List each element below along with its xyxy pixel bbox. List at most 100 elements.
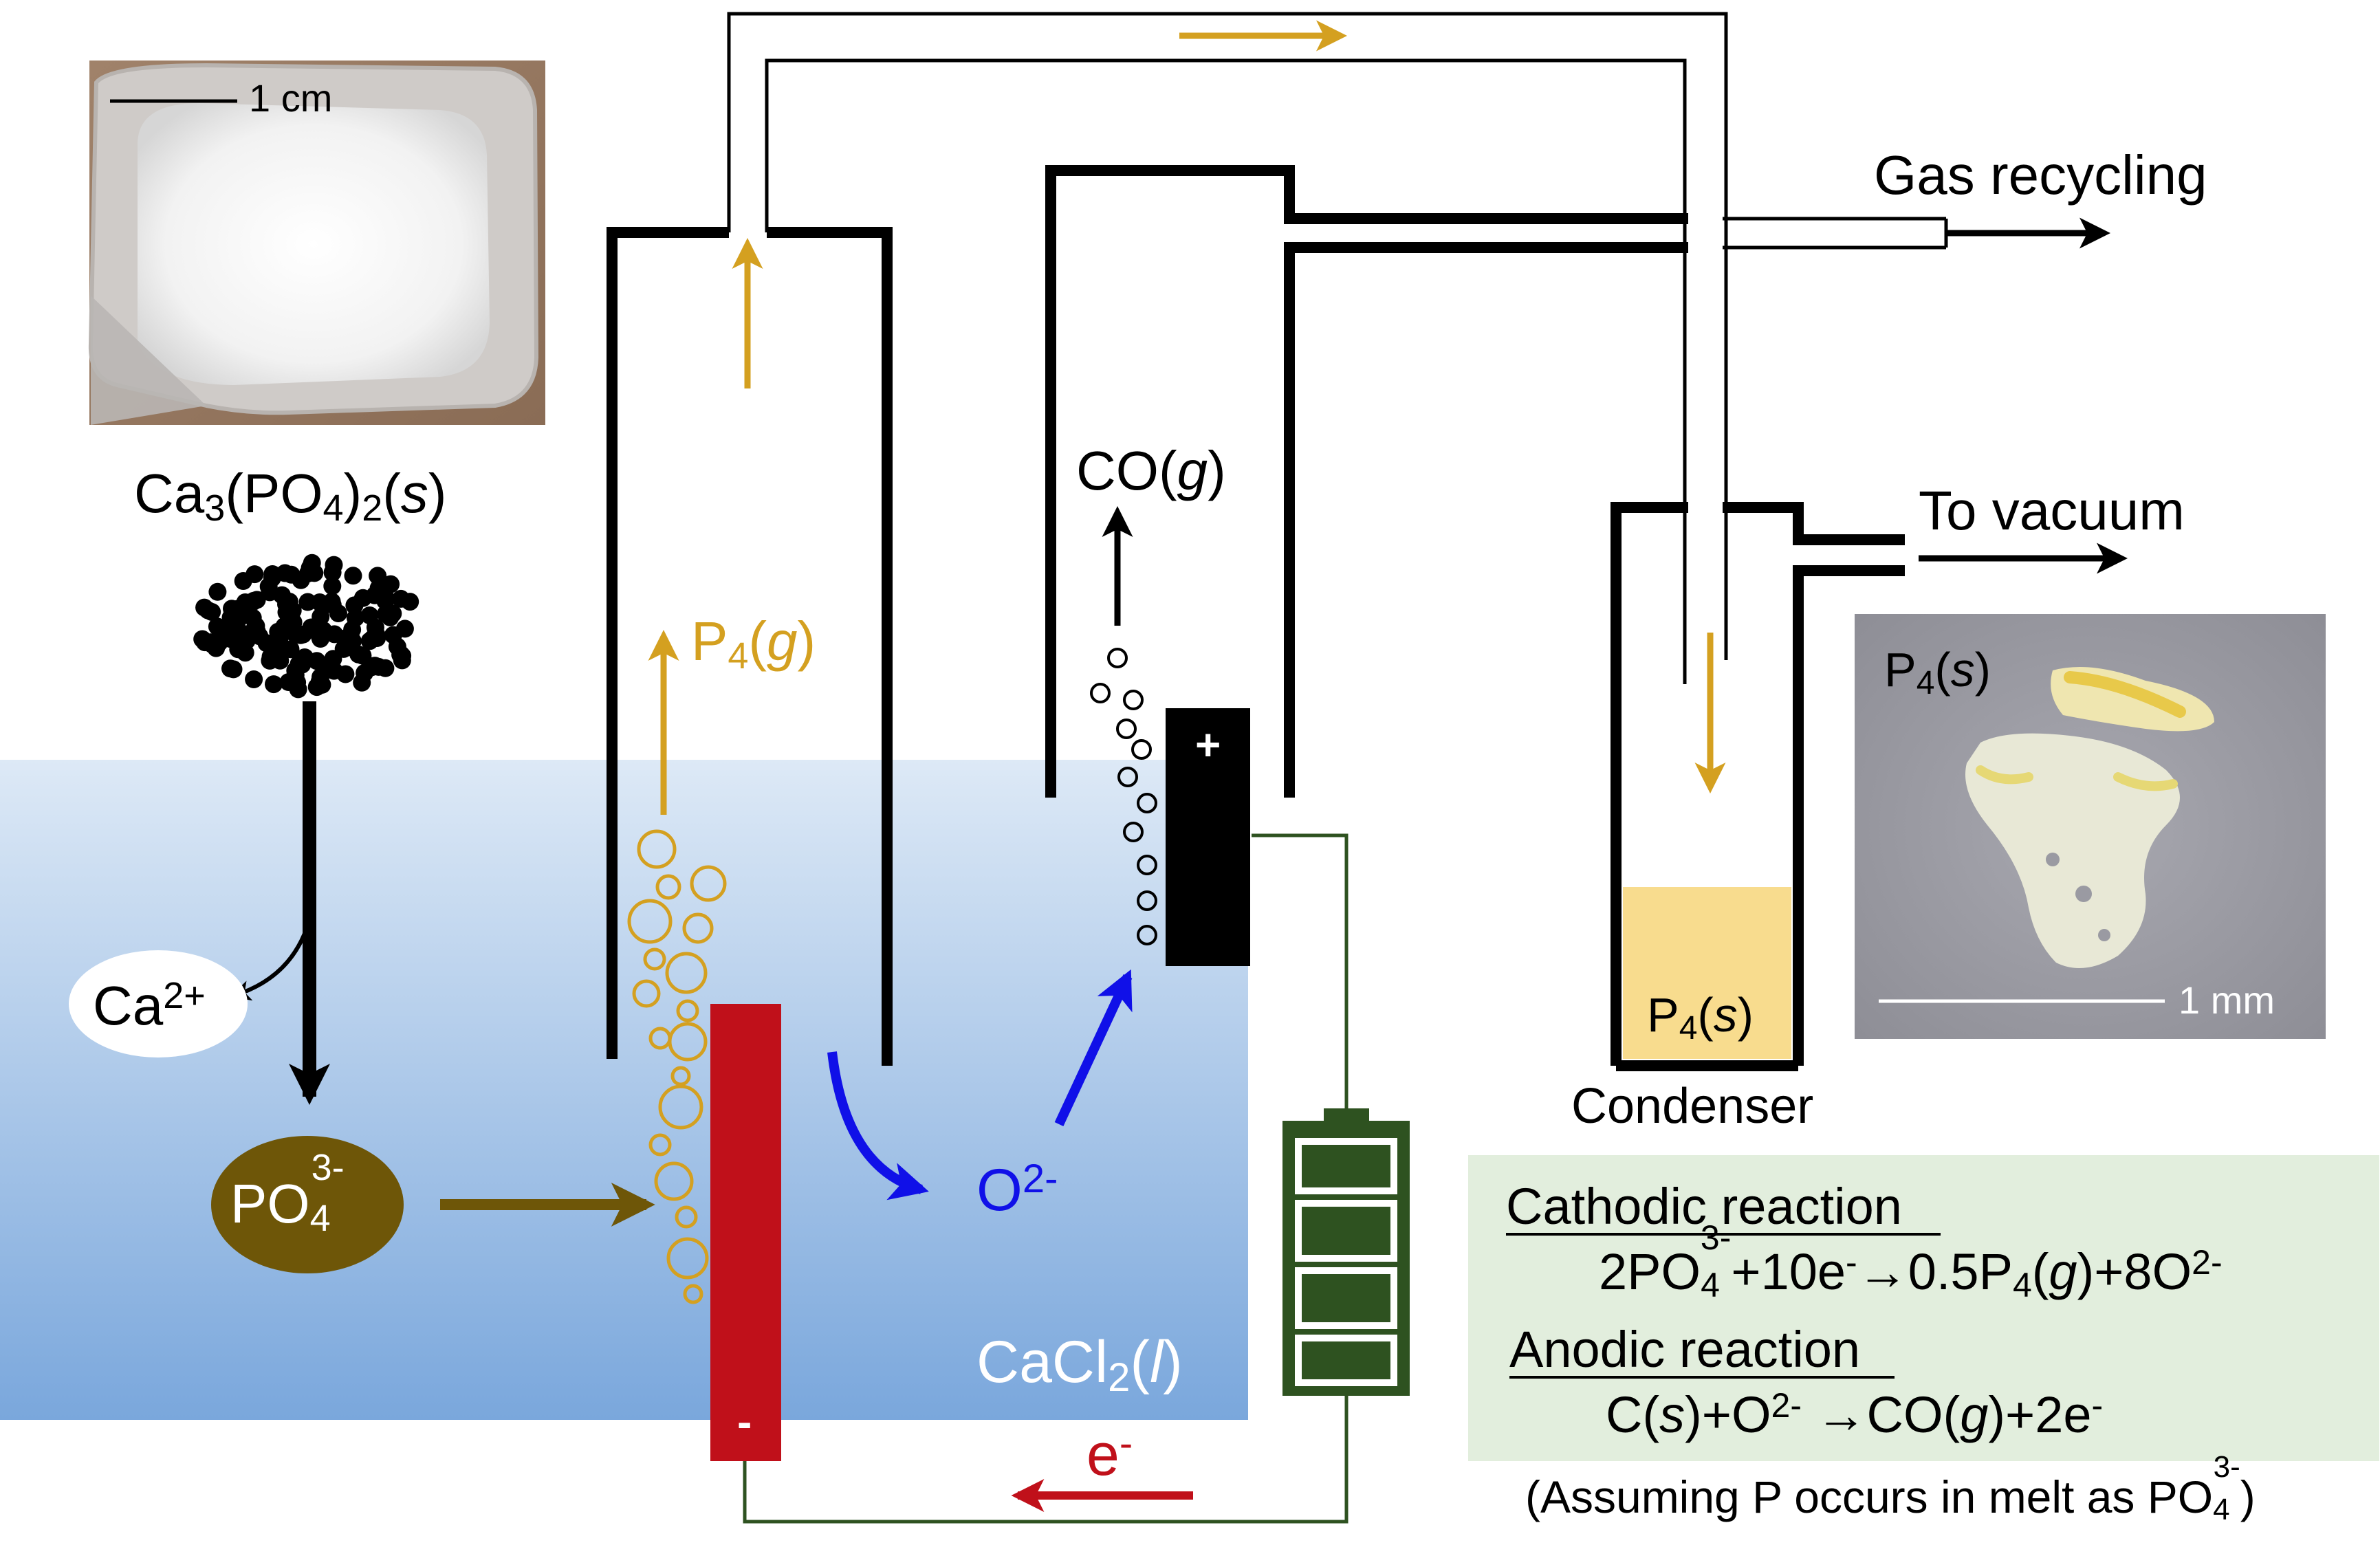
powder-particle	[367, 626, 386, 644]
p4-bubble	[676, 999, 699, 1022]
powder-particle	[280, 593, 298, 611]
photo-p4-label: P4(s)	[1884, 643, 1991, 701]
powder-particle	[336, 665, 355, 683]
co-bubble	[1137, 925, 1157, 945]
co-gas-label: CO(g)	[1076, 440, 1226, 501]
cathode-sign: -	[737, 1397, 752, 1447]
p4-bubble	[658, 1084, 703, 1130]
oxide-flow-arrow	[827, 1051, 929, 1201]
powder-particle	[285, 624, 303, 642]
powder-particle	[336, 629, 354, 648]
transfer-tube-outer	[727, 12, 1728, 660]
gas-recycling-label: Gas recycling	[1874, 144, 2207, 206]
calcium-ion-bubble	[69, 950, 248, 1058]
powder-particle	[329, 604, 347, 622]
p4-bubble	[648, 1133, 672, 1157]
p4-bubble	[632, 979, 661, 1008]
co-bubble	[1131, 739, 1152, 760]
transfer-tube-inner	[765, 58, 1687, 684]
p4-bubble	[690, 865, 727, 902]
circuit-wire-bottom	[743, 1394, 1349, 1524]
anode-electrode	[1166, 708, 1250, 966]
condenser-p4-label: P4(s)	[1647, 988, 1754, 1047]
anode-chamber-wall-right	[1284, 242, 1688, 798]
anode-sign: +	[1195, 720, 1221, 769]
powder-particle	[208, 617, 226, 636]
co-bubble	[1107, 648, 1128, 668]
phosphate-ion-label: PO43-	[230, 1147, 345, 1239]
powder-particle	[392, 589, 410, 608]
co-bubble	[1137, 793, 1157, 813]
condenser-label: Condenser	[1571, 1079, 1813, 1134]
powder-particles	[193, 554, 419, 699]
cathode-chamber-wall-right	[767, 227, 893, 1066]
condenser-solid-phosphorus	[1623, 887, 1791, 1059]
p4-bubble	[666, 1237, 709, 1280]
powder-particle	[208, 582, 227, 601]
scale-label-1cm: 1 cm	[249, 76, 332, 120]
feed-label: Ca3(PO4)2(s)	[134, 463, 447, 529]
co-bubble	[1137, 855, 1157, 875]
powder-particle	[363, 657, 382, 675]
powder-particle	[344, 567, 362, 585]
powder-particle	[268, 649, 287, 668]
co-bubble	[1116, 719, 1137, 739]
phosphate-ion-ellipse	[211, 1136, 404, 1273]
p4-gas-label: P4(g)	[691, 611, 816, 677]
powder-photo: 1 cm	[88, 61, 545, 425]
powder-particle	[388, 637, 406, 656]
p4-bubble	[654, 1161, 694, 1201]
powder-particle	[312, 608, 330, 626]
molten-salt-bath	[0, 760, 1248, 1420]
co-bubble	[1137, 890, 1157, 911]
scale-label-1mm: 1 mm	[2179, 978, 2275, 1022]
powder-particle	[265, 675, 283, 694]
powder-particle	[289, 680, 307, 699]
powder-particle	[203, 635, 221, 654]
cathode-electrode	[710, 1004, 781, 1461]
powder-particle	[261, 583, 279, 602]
powder-particle	[234, 572, 252, 590]
co-bubble	[1117, 767, 1138, 787]
to-vacuum-label: To vacuum	[1919, 480, 2185, 541]
cathode-chamber-wall	[607, 227, 729, 1059]
powder-particle	[195, 598, 214, 617]
p4-bubble	[683, 1284, 703, 1304]
powder-particle	[307, 652, 326, 670]
powder-particle	[221, 630, 240, 648]
anodic-equation: C(s)+O2- →CO(g)+2e-	[1606, 1386, 2103, 1444]
battery	[1282, 1108, 1410, 1396]
phosphorus-photo: P4(s) 1 mm	[1855, 614, 2326, 1039]
cathodic-title: Cathodic reaction	[1506, 1178, 1902, 1235]
powder-particle	[236, 644, 254, 662]
p4-bubble	[643, 947, 666, 971]
p4-bubble	[627, 899, 673, 944]
powder-particle	[224, 660, 243, 679]
powder-particle	[245, 670, 263, 688]
p4-bubble	[655, 874, 681, 900]
oxide-to-anode-arrow	[1054, 969, 1133, 1126]
powder-particle	[243, 609, 262, 627]
assumption-note: (Assuming P occurs in melt as PO43-)	[1525, 1450, 2256, 1526]
circuit-wire	[1252, 833, 1349, 1110]
powder-particle	[257, 634, 276, 653]
calcium-ion-label: Ca2+	[93, 975, 206, 1036]
reaction-equation-box	[1468, 1155, 2379, 1461]
calcium-branch-arrow	[230, 914, 313, 1001]
co-bubble	[1123, 822, 1144, 842]
co-bubble	[1123, 690, 1144, 710]
p4-bubble	[682, 912, 714, 944]
powder-particle	[286, 666, 305, 684]
condenser-vessel-right	[1723, 502, 1905, 545]
p4-bubble	[665, 952, 708, 994]
anode-chamber-wall	[1045, 165, 1688, 798]
powder-particle	[382, 575, 400, 593]
cathodic-equation: 2PO43-+10e-→0.5P4(g)+8O2-	[1599, 1218, 2223, 1304]
powder-particle	[292, 571, 310, 589]
anodic-title: Anodic reaction	[1509, 1321, 1860, 1378]
p4-bubble	[648, 1027, 672, 1050]
powder-particle	[303, 554, 321, 572]
powder-particle	[270, 624, 289, 642]
